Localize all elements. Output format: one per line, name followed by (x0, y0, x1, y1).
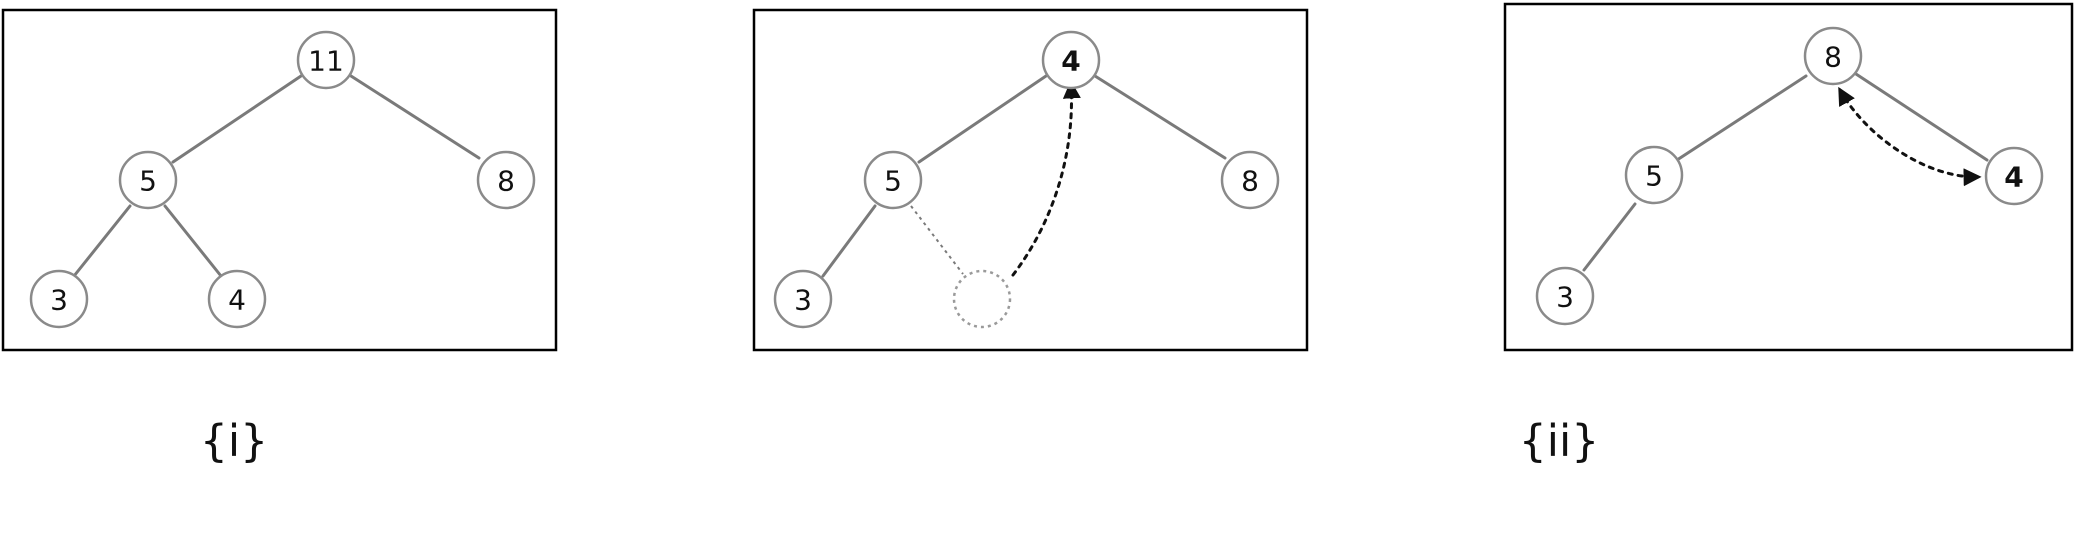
caption-i: {i} (200, 416, 268, 467)
node-8: 8 (476, 150, 536, 210)
edge-5-4 (163, 204, 223, 278)
node-8-root: 8 (1803, 26, 1863, 86)
panel-2-frame (752, 8, 1309, 352)
node-5-label: 5 (139, 165, 157, 198)
edge-4-8 (1093, 74, 1227, 160)
node-4-root-label: 4 (1061, 45, 1080, 78)
edge-11-5 (171, 74, 303, 164)
edge-5-3 (72, 204, 132, 278)
node-4-root: 4 (1041, 30, 1101, 90)
edge-4-5 (917, 74, 1048, 164)
edge-8-5 (1675, 74, 1808, 162)
panel-1-frame (1, 8, 558, 352)
node-8-label: 8 (1241, 165, 1259, 198)
node-8: 8 (1220, 150, 1280, 210)
panel-1: 11 5 8 3 4 (1, 8, 558, 352)
node-4-label: 4 (2004, 161, 2023, 194)
panel-3: 8 5 4 3 (1503, 2, 2074, 352)
node-3-label: 3 (50, 284, 68, 317)
edge-5-empty (910, 205, 964, 275)
swap-arrow (1838, 86, 1982, 187)
node-3: 3 (773, 269, 833, 329)
node-11-label: 11 (308, 45, 344, 78)
node-3-label: 3 (794, 284, 812, 317)
move-up-arrow (1011, 80, 1081, 277)
node-8-label: 8 (497, 165, 515, 198)
caption-ii: {ii} (1519, 416, 1599, 467)
node-3-label: 3 (1556, 281, 1574, 314)
node-4: 4 (1984, 146, 2044, 206)
empty-node (952, 269, 1012, 329)
node-5: 5 (118, 150, 178, 210)
node-5-label: 5 (1645, 160, 1663, 193)
node-3: 3 (1535, 266, 1595, 326)
edge-8-4 (1854, 72, 1989, 162)
node-4-label: 4 (228, 284, 246, 317)
node-3: 3 (29, 269, 89, 329)
panel-3-frame (1503, 2, 2074, 352)
edge-5-3 (821, 204, 877, 278)
node-11: 11 (296, 30, 356, 90)
node-5: 5 (863, 150, 923, 210)
node-5-label: 5 (884, 165, 902, 198)
node-5: 5 (1624, 145, 1684, 205)
edge-5-3 (1582, 202, 1637, 272)
panel-2: 4 5 8 3 (752, 8, 1309, 352)
edge-11-8 (349, 74, 481, 160)
node-8-root-label: 8 (1824, 41, 1842, 74)
node-4: 4 (207, 269, 267, 329)
